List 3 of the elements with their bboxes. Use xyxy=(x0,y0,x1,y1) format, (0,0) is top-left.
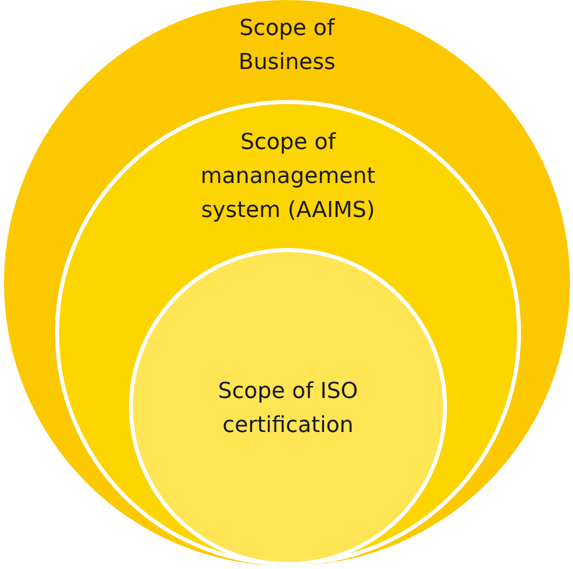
scope-label: Scope of Business xyxy=(237,15,336,77)
scope-label: Scope of ISO certification xyxy=(217,378,359,440)
scope-label: Scope of mananagement system (AAIMS) xyxy=(200,129,376,225)
